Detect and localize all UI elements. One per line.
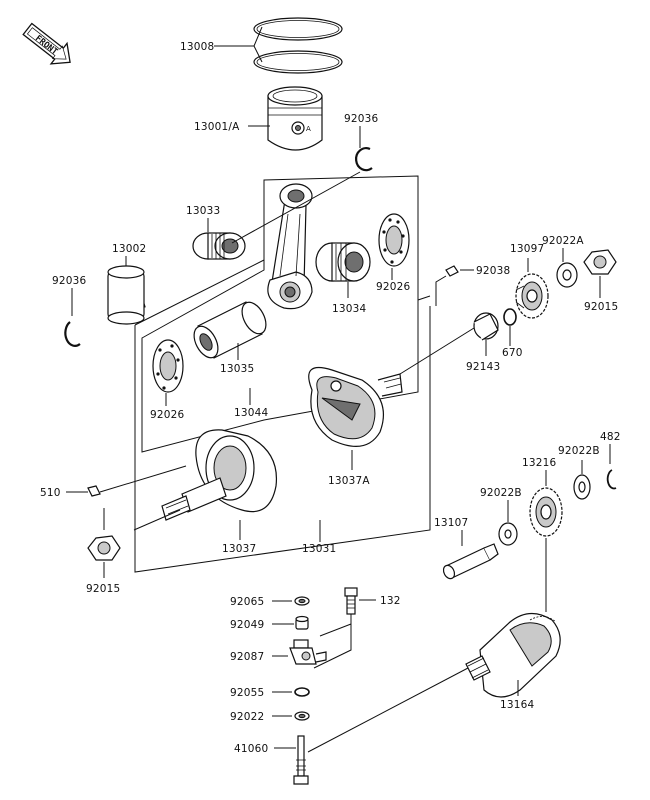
label-92087: 92087: [230, 651, 264, 663]
crankshaft-left-half: [161, 429, 278, 521]
fitting-92087: [289, 639, 327, 665]
nut-left: [87, 535, 121, 561]
label-92022B-top: 92022B: [558, 445, 600, 457]
label-13097: 13097: [510, 243, 544, 255]
pin-41060: [293, 735, 309, 785]
label-92026-left: 92026: [150, 409, 185, 421]
label-13164: 13164: [500, 699, 535, 711]
washer-92022B-left: [498, 522, 518, 546]
label-13035: 13035: [220, 363, 254, 375]
label-13044: 13044: [234, 407, 269, 419]
key-510: [87, 485, 101, 497]
label-132: 132: [380, 595, 401, 607]
connecting-rod: [267, 183, 313, 310]
label-92065: 92065: [230, 596, 264, 608]
washer-92022A: [556, 262, 578, 288]
balancer-gear: [529, 487, 563, 537]
thrust-washer-left: [152, 339, 184, 393]
crank-pin: [193, 301, 267, 359]
label-13037A: 13037A: [328, 475, 370, 487]
label-13002: 13002: [112, 243, 146, 255]
big-end-bearing: [315, 242, 371, 282]
crankshaft-gear: [515, 273, 549, 319]
label-482: 482: [600, 431, 621, 443]
bolt-132: [344, 587, 358, 615]
label-41060: 41060: [234, 743, 268, 755]
crankshaft-bearing: [473, 312, 499, 341]
label-13008: 13008: [180, 41, 214, 53]
collar-92049: [295, 615, 309, 630]
label-92026-right: 92026: [376, 281, 411, 293]
label-92036-left: 92036: [52, 275, 87, 287]
crankshaft-right-half: [308, 366, 403, 447]
label-92015-right: 92015: [584, 301, 618, 313]
label-92015-left: 92015: [86, 583, 120, 595]
woodruff-key: [445, 265, 459, 277]
label-13001A: 13001/A: [194, 121, 240, 133]
circlip-left: [64, 321, 81, 347]
label-92022A: 92022A: [542, 235, 584, 247]
o-ring-670: [503, 308, 517, 326]
label-92055: 92055: [230, 687, 264, 699]
label-92036-top: 92036: [344, 113, 379, 125]
nut-right: [583, 249, 617, 275]
washer-92022B-right: [573, 474, 591, 500]
label-13033: 13033: [186, 205, 220, 217]
circlip-top: [354, 147, 373, 172]
o-ring-92055: [294, 687, 310, 697]
label-13031: 13031: [302, 543, 336, 555]
label-670: 670: [502, 347, 523, 359]
circlip-482: [606, 469, 617, 490]
washer-92065: [294, 596, 310, 606]
label-92022: 92022: [230, 711, 264, 723]
label-510: 510: [40, 487, 61, 499]
svg-text:A: A: [306, 125, 311, 133]
balancer-weight: [465, 612, 561, 698]
piston: A: [267, 86, 323, 151]
label-92038: 92038: [476, 265, 510, 277]
piston-rings: [253, 17, 343, 74]
label-13034: 13034: [332, 303, 367, 315]
label-92049: 92049: [230, 619, 264, 631]
balancer-shaft: [442, 543, 499, 580]
label-13037: 13037: [222, 543, 256, 555]
washer-92022: [294, 711, 310, 721]
front-direction-arrow: FRONT: [22, 22, 71, 65]
label-13107: 13107: [434, 517, 468, 529]
label-92022B-mid: 92022B: [480, 487, 522, 499]
thrust-washer-right: [378, 213, 410, 267]
label-92143: 92143: [466, 361, 500, 373]
piston-pin: [107, 265, 146, 325]
label-13216: 13216: [522, 457, 557, 469]
small-end-bearing: [192, 232, 246, 260]
